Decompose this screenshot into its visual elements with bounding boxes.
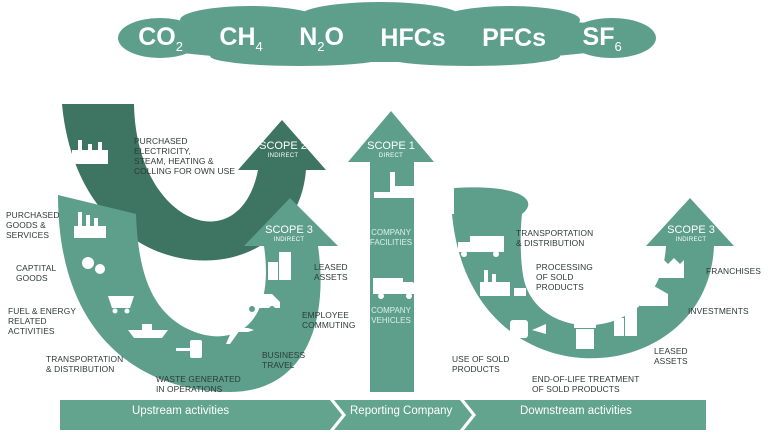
factory-icon [72, 140, 108, 164]
activity-band [60, 400, 706, 430]
upstream-activities-label: Upstream activities [132, 405, 230, 417]
gas-co2: CO2 [138, 22, 183, 54]
warehouse-icon [640, 286, 668, 306]
mine-cart-icon [108, 296, 134, 314]
downstream-activities-label: Downstream activities [520, 405, 632, 417]
gas-hfcs: HFCs [380, 23, 446, 52]
factory-icon [480, 270, 526, 296]
scope1-arrow [348, 111, 434, 392]
car-icon [244, 294, 280, 312]
buildings-icon [268, 252, 291, 280]
plug-icon [510, 320, 546, 338]
truck-icon [458, 236, 504, 257]
scope3-downstream-arrow [452, 187, 734, 359]
airplane-icon [218, 318, 254, 344]
gas-pfcs: PFCs [482, 23, 547, 52]
ship-icon [128, 324, 168, 338]
franchises-label: FRANCHISES [706, 266, 761, 276]
gas-sf6: SF6 [582, 22, 622, 54]
gas-list: CO2 CH4 N2O HFCs PFCs SF6 [120, 18, 640, 58]
trash-icon [574, 324, 596, 349]
gas-n2o: N2O [299, 22, 344, 54]
franchise-icon [656, 258, 684, 278]
investments-label: INVESTMENTS [688, 306, 749, 316]
buildings-icon [614, 306, 637, 336]
factory-icon [74, 212, 106, 238]
gas-ch4: CH4 [219, 22, 263, 54]
upstream-transportation-label: TRANSPORTATION& DISTRIBUTION [46, 354, 124, 374]
reporting-company-label: Reporting Company [350, 405, 453, 417]
truck-icon [373, 278, 417, 299]
greenhouse-gas-cloud [118, 2, 656, 66]
gears-icon [82, 257, 105, 274]
facility-icon [374, 172, 414, 198]
downstream-transportation-label: TRANSPORTATION& DISTRIBUTION [516, 228, 594, 248]
scope3-upstream-arrow [58, 195, 338, 392]
waste-barrel-icon [176, 340, 202, 358]
